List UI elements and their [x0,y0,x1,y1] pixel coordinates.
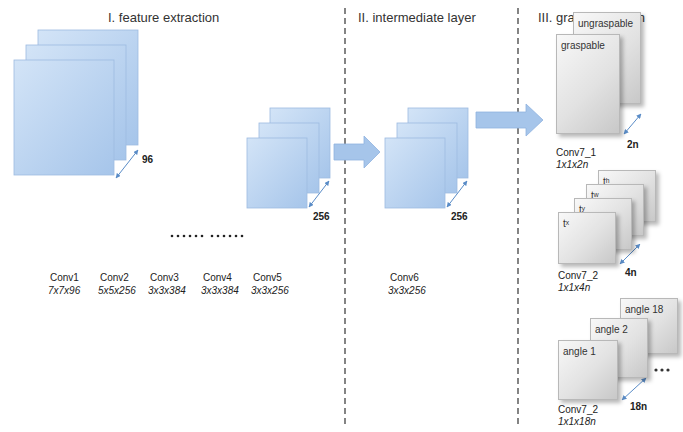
depth-arrow [622,378,646,400]
flow-arrow [476,104,543,136]
layer-name: Conv3 [150,272,179,284]
kernel-size: 3x3x384 [148,285,186,297]
conv6-stack [385,108,468,208]
kernel-size: 1x1x4n [558,282,590,294]
kernel-size: 5x5x256 [98,285,136,297]
depth-label: 18n [630,401,647,413]
map-label: angle 1 [559,344,600,360]
section-title: I. feature extraction [108,10,219,26]
depth-arrow [624,114,641,134]
kernel-size: 7x7x96 [48,285,80,297]
depth-arrow [309,181,329,207]
kernel-size: 3x3x384 [201,285,239,297]
output-map: graspable [556,34,620,134]
conv5-stack [247,108,330,208]
flow-arrow [334,136,380,168]
feature-map [14,60,114,175]
layer-name: Conv6 [390,272,419,284]
depth-arrow [447,181,467,207]
layer-name: Conv7_1 [556,147,596,159]
map-label: angle 18 [621,302,667,318]
kernel-size: 1x1x2n [556,159,588,171]
map-label: graspable [557,38,609,54]
kernel-size: 3x3x256 [251,285,289,297]
conv1-stack [14,30,138,175]
ellipsis-dots [654,368,669,371]
output-map: angle 1 [558,340,618,400]
feature-map [385,138,445,208]
depth-label: 2n [627,139,639,151]
depth-label: 256 [451,211,468,223]
layer-name: Conv7_2 [558,404,598,416]
map-label: tˣ [559,216,573,232]
depth-label: 256 [313,211,330,223]
layer-name: Conv7_2 [558,270,598,282]
depth-label: 4n [625,267,637,279]
map-label: angle 2 [591,322,632,338]
layer-name: Conv4 [203,272,232,284]
layer-name: Conv5 [253,272,282,284]
depth-label: 96 [142,154,153,166]
feature-map [247,138,307,208]
section-divider [517,8,518,428]
ellipsis-dots [171,235,244,238]
layer-name: Conv1 [50,272,79,284]
kernel-size: 1x1x18n [558,416,596,428]
kernel-size: 3x3x256 [388,285,426,297]
output-map: tˣ [558,212,616,264]
section-title: II. intermediate layer [358,10,476,26]
depth-arrow [116,150,138,178]
section-divider [344,8,345,428]
layer-name: Conv2 [100,272,129,284]
map-label: ungraspable [574,16,637,32]
